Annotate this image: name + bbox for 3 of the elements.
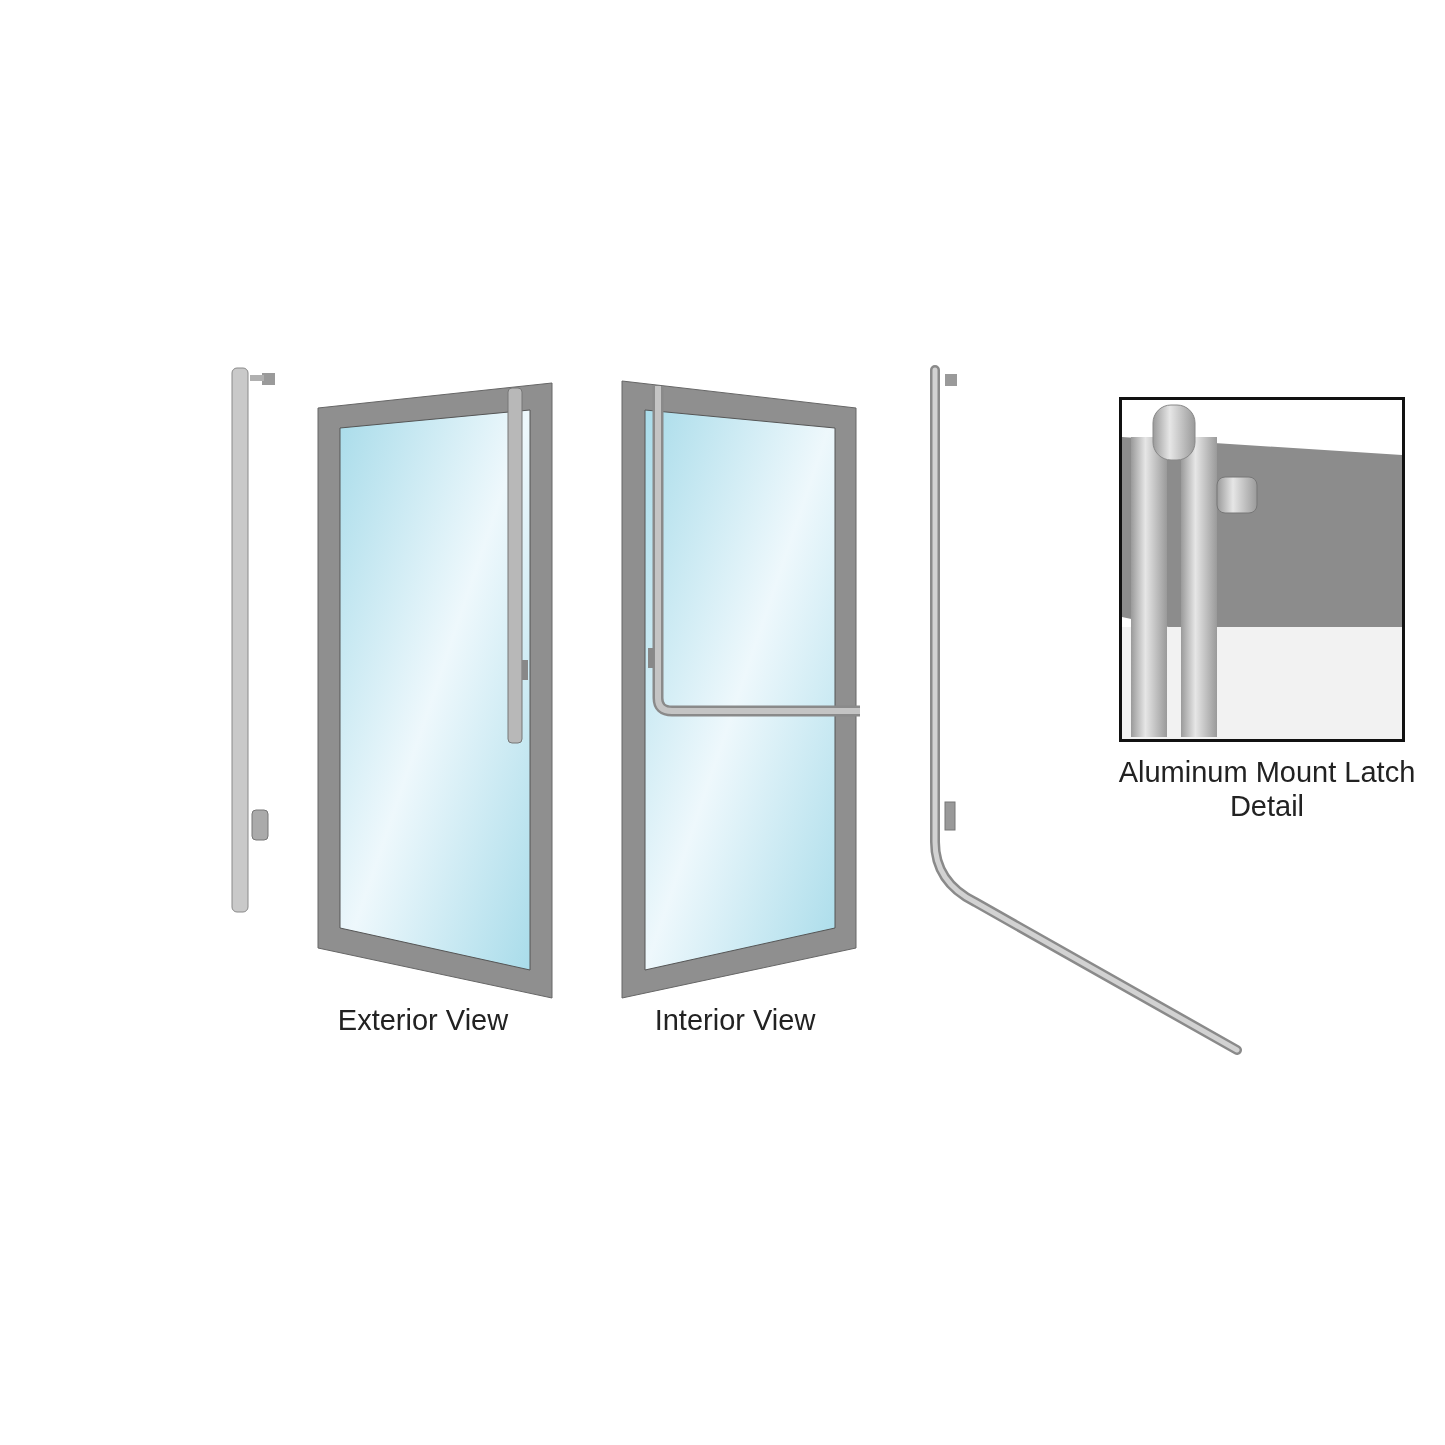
caption: Interior View — [653, 1003, 817, 1037]
caption: Exterior View — [336, 1003, 510, 1037]
caption: Aluminum Mount Latch Detail — [1117, 755, 1417, 823]
